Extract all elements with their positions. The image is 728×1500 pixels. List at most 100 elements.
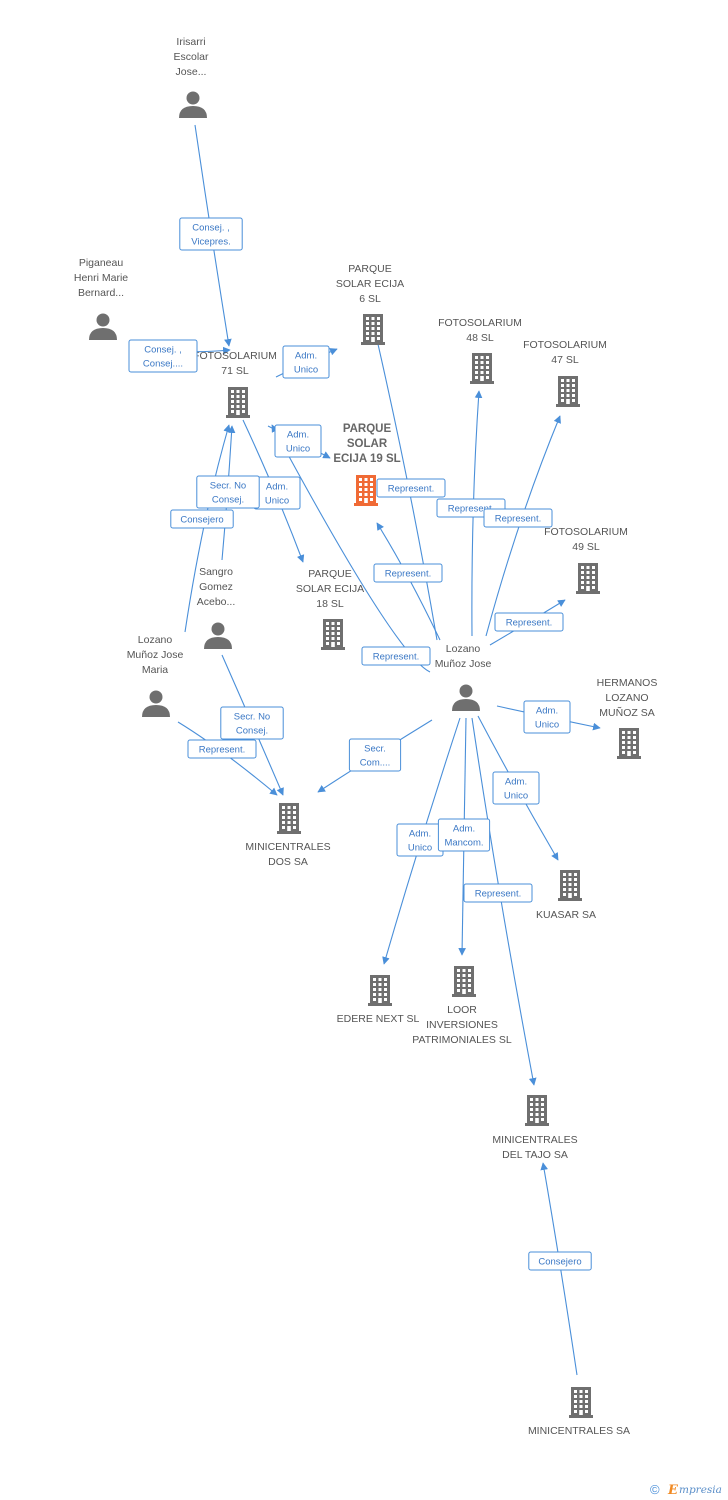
node-label-line: Bernard... [78,287,124,299]
relation-box [376,478,446,498]
relation-box [128,339,198,373]
node-label-line: HERMANOS [597,677,658,689]
node-label-line: SOLAR ECIJA [336,278,404,290]
node-label-line: 47 SL [551,354,579,366]
relation-label-lozanoMaria-to-foto71[interactable]: Consejero [170,509,234,529]
relation-label-lozanoJose-to-loor[interactable]: Adm.Mancom. [437,818,491,852]
node-label-line: 18 SL [316,598,344,610]
relation-label-minisa-to-minitajo[interactable]: Consejero [528,1251,592,1271]
relation-label-lozanoJose-to-minidos[interactable]: Secr.Com.... [348,738,402,772]
node-label-line: Escolar [173,51,209,63]
relation-text: Represent. [199,745,245,756]
node-label-line: KUASAR SA [536,909,596,921]
node-label-line: Jose... [176,66,207,78]
relation-label-lozanoJose-to-parque19[interactable]: Represent. [373,563,443,583]
node-label-line: 48 SL [466,332,494,344]
relation-label-foto71-to-parque6[interactable]: Adm.Unico [282,345,330,379]
relation-text: Unico [408,843,432,854]
relation-text: Secr. [364,744,386,755]
relation-label-foto71-to-parque18[interactable]: Adm.Unico [253,476,301,510]
relation-text: Secr. No [234,712,270,723]
relation-label-lozanoJose-to-foto49[interactable]: Represent. [494,612,564,632]
building-icon [556,376,580,407]
relation-text: Represent. [495,514,541,525]
relation-label-foto71-to-parque19[interactable]: Adm.Unico [274,424,322,458]
relation-label-lozanoMaria-to-minidos[interactable]: Represent. [187,739,257,759]
relation-box [170,509,234,529]
relation-label-lozanoJose-to-hermanos[interactable]: Adm.Unico [523,700,571,734]
relation-text: Vicepres. [191,237,230,248]
relation-box [483,508,553,528]
relation-box [220,706,284,740]
person-icon [452,684,480,711]
node-irisarri[interactable]: IrisarriEscolarJose... [173,36,209,118]
relation-text: Represent. [506,618,552,629]
node-label-line: Acebo... [197,596,236,608]
relation-box [492,771,540,805]
node-loor[interactable]: LOOR INVERSIONES PATRIMONIALES SL [412,966,512,1046]
node-label-line: PATRIMONIALES SL [412,1034,512,1046]
node-label-line: DEL TAJO SA [502,1149,568,1161]
node-label-line: MINICENTRALES SA [528,1425,630,1437]
node-edere[interactable]: EDERE NEXT SL [337,975,420,1025]
node-minisa[interactable]: MINICENTRALES SA [528,1387,630,1437]
building-icon [368,975,392,1006]
node-label-line: FOTOSOLARIUM [523,339,607,351]
node-label-line: LOZANO [605,692,648,704]
relation-text: Represent. [448,504,494,515]
node-kuasar[interactable]: KUASAR SA [536,870,596,921]
building-icon [277,803,301,834]
node-label-line: INVERSIONES [426,1019,498,1031]
person-icon [179,91,207,118]
node-sangro[interactable]: SangroGomezAcebo... [197,566,236,649]
relation-label-lozanoJose-to-kuasar[interactable]: Adm.Unico [492,771,540,805]
building-icon [226,387,250,418]
node-label-line: LOOR [447,1004,477,1016]
relation-text: Adm. [287,430,309,441]
relation-text: Consejero [180,515,223,526]
relation-label-lozanoJose-to-foto47[interactable]: Represent. [483,508,553,528]
node-label-line: Lozano [446,643,481,655]
brand-name: mpresia [679,1484,722,1496]
node-label-line: ECIJA 19 SL [333,453,400,465]
relation-label-lozanoJose-to-edere[interactable]: Adm.Unico [396,823,444,857]
relation-text: Consej. , [192,223,230,234]
node-foto47[interactable]: FOTOSOLARIUM 47 SL [523,339,607,407]
relation-label-lozanoJose-to-parque6[interactable]: Represent. [376,478,446,498]
relation-box [282,345,330,379]
node-label-line: FOTOSOLARIUM [438,317,522,329]
node-foto48[interactable]: FOTOSOLARIUM 48 SL [438,317,522,384]
node-hermanos[interactable]: HERMANOS LOZANO MUÑOZ SA [597,677,658,759]
node-label-line: EDERE NEXT SL [337,1013,420,1025]
node-label-line: DOS SA [268,856,308,868]
footer-logo[interactable]: © E mpresia [650,1482,722,1498]
node-label-line: MUÑOZ SA [599,706,654,719]
relation-box [274,424,322,458]
node-label-line: SOLAR [347,438,388,450]
node-label-line: PARQUE [348,263,392,275]
relation-text: Adm. [266,482,288,493]
relation-text: Adm. [505,777,527,788]
relation-box [523,700,571,734]
node-label-line: 71 SL [221,365,249,377]
building-icon [617,728,641,759]
relation-text: Unico [535,720,559,731]
relation-label-lozanoJose-to-minitajo[interactable]: Represent. [463,883,533,903]
relation-label-lozanoJose-to-foto71[interactable]: Represent. [361,646,431,666]
person-icon [204,622,232,649]
relation-label-irisarri-to-foto71[interactable]: Consej. , Vicepres. [179,217,243,251]
relation-label-piganeau-to-foto71[interactable]: Consej. ,Consej.... [128,339,198,373]
relation-text: Consejero [538,1257,581,1268]
